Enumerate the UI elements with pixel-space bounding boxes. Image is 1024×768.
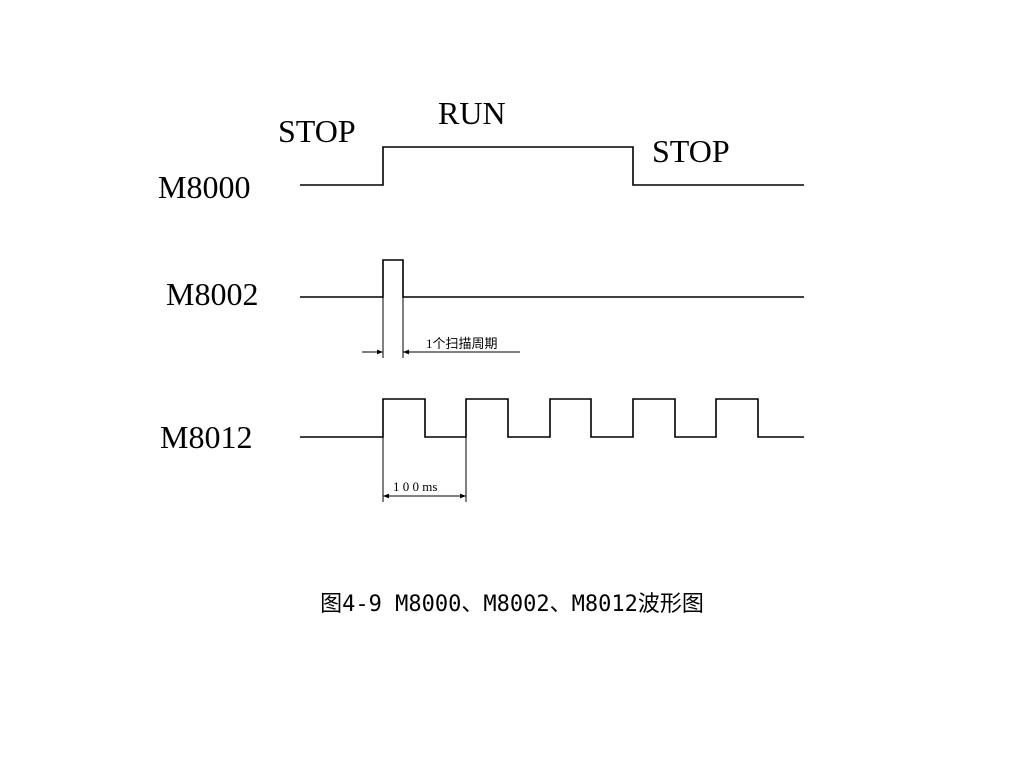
signal-label-m8012: M8012 [160, 419, 252, 455]
waveform-m8012 [300, 398, 804, 438]
period-annotation: 1 0 0 ms [393, 479, 437, 494]
figure-caption: 图4-9 M8000、M8002、M8012波形图 [320, 592, 704, 617]
state-label-stop-2: STOP [652, 133, 730, 169]
scan-cycle-annotation: 1个扫描周期 [426, 336, 498, 351]
state-label-stop-1: STOP [278, 113, 356, 149]
waveform-m8002 [300, 259, 804, 298]
state-label-run: RUN [438, 95, 506, 131]
signal-label-m8002: M8002 [166, 276, 258, 312]
signal-label-m8000: M8000 [158, 169, 250, 205]
waveform-m8000 [300, 146, 804, 186]
